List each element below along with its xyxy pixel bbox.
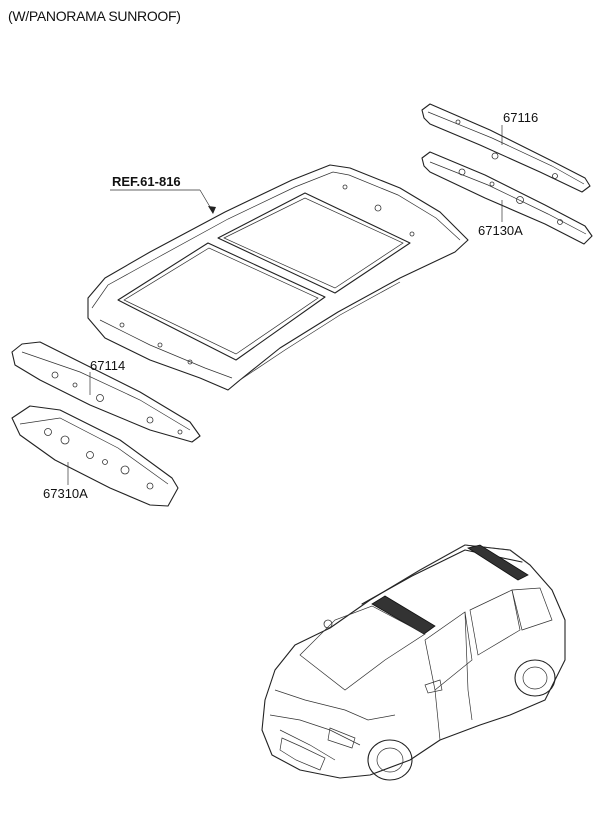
rear-roof-rail <box>421 103 591 193</box>
ref-arrowhead <box>208 206 216 214</box>
part-label-67130A[interactable]: 67130A <box>478 223 523 238</box>
part-label-67310A[interactable]: 67310A <box>43 486 88 501</box>
diagram-caption: (W/PANORAMA SUNROOF) <box>8 8 181 24</box>
ref-label[interactable]: REF.61-816 <box>112 174 181 189</box>
front-roof-rail <box>11 341 201 443</box>
rear-rail-reinforcement <box>421 151 593 245</box>
rear-sunroof-glass <box>467 544 529 581</box>
vehicle-illustration <box>261 544 566 781</box>
roof-panel <box>87 164 469 391</box>
front-rail-reinforcement <box>11 405 179 507</box>
part-label-67114[interactable]: 67114 <box>90 358 125 373</box>
part-label-67116[interactable]: 67116 <box>503 110 538 125</box>
front-sunroof-glass <box>371 595 436 635</box>
